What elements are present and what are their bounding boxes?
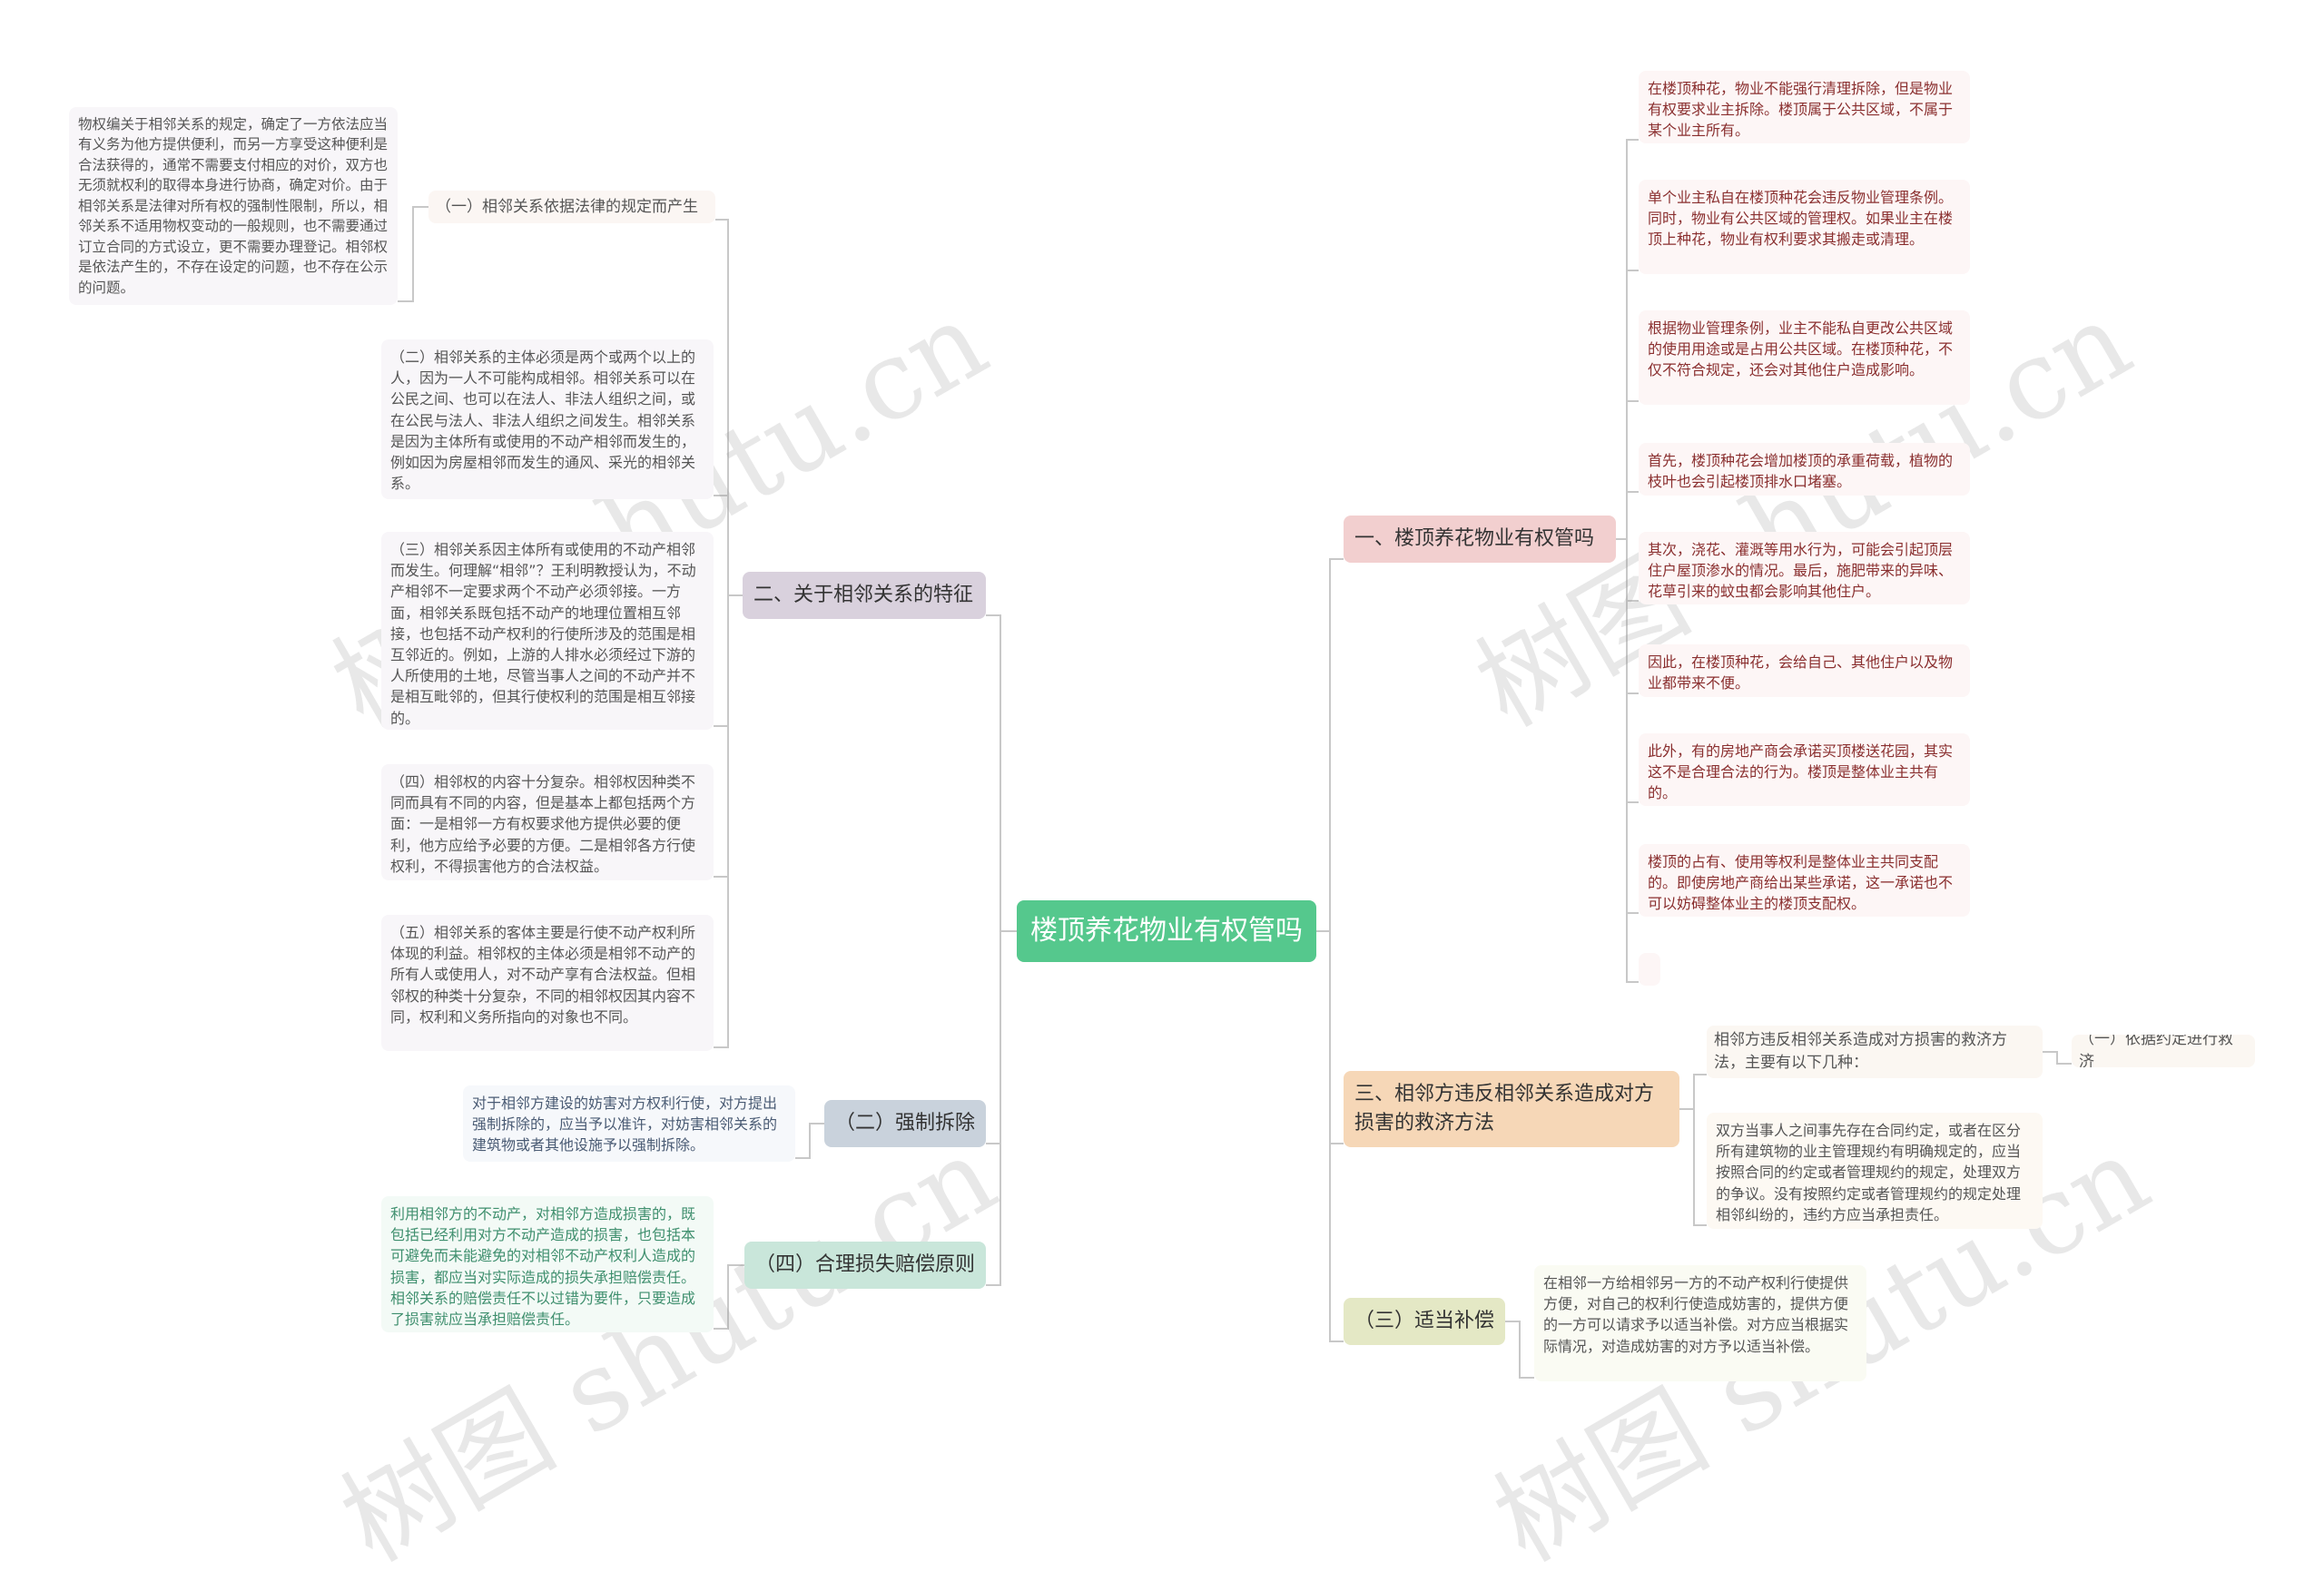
branch-5-node[interactable]: 三、相邻方违反相邻关系造成对方损害的救济方法 [1344, 1071, 1679, 1147]
connector-b5-sub-1-child [2043, 1051, 2072, 1065]
b2-sub-1-leaf[interactable]: 物权编关于相邻关系的规定，确定了一方依法应当有义务为他方提供便利，而另一方享受这… [69, 107, 398, 305]
connector-branch-1-node [1316, 558, 1344, 932]
b1-leaf-8[interactable]: 楼顶的占有、使用等权利是整体业主共同支配的。即使房地产商给出某些承诺，这一承诺也… [1639, 844, 1970, 917]
b1-leaf-3[interactable]: 根据物业管理条例，业主不能私自更改公共区域的使用用途或是占用公共区域。在楼顶种花… [1639, 310, 1970, 405]
connector-b6-leaf [1505, 1321, 1534, 1379]
b4-leaf[interactable]: 利用相邻方的不动产，对相邻方造成损害的，既包括已经利用对方不动产造成的损害，也包… [381, 1196, 714, 1332]
connector-b5-leaf [1679, 1108, 1707, 1226]
b2-leaf-5[interactable]: （五）相邻关系的客体主要是行使不动产权利所体现的利益。相邻权的主体必须是相邻不动… [381, 915, 714, 1051]
connector-b2-sub-1-leaf [398, 206, 428, 302]
connector-b5-sub-1 [1679, 1074, 1707, 1110]
root-node[interactable]: 楼顶养花物业有权管吗 [1017, 900, 1316, 962]
b2-leaf-2[interactable]: （二）相邻关系的主体必须是两个或两个以上的人，因为一人不可能构成相邻。相邻关系可… [381, 339, 714, 499]
connector-b2-leaf-5 [714, 594, 743, 1048]
branch-6-node[interactable]: （三）适当补偿 [1344, 1298, 1505, 1345]
b5-leaf[interactable]: 双方当事人之间事先存在合同约定，或者在区分所有建筑物的业主管理规约有明确规定的，… [1707, 1113, 2043, 1229]
b1-leaf-empty[interactable] [1639, 953, 1660, 986]
b6-leaf[interactable]: 在相邻一方给相邻另一方的不动产权利行使提供方便，对自己的权利行使造成妨害的，提供… [1534, 1265, 1866, 1381]
b2-leaf-3[interactable]: （三）相邻关系因主体所有或使用的不动产相邻而发生。何理解“相邻”？王利明教授认为… [381, 532, 714, 730]
b1-leaf-6[interactable]: 因此，在楼顶种花，会给自己、其他住户以及物业都带来不便。 [1639, 644, 1970, 697]
b2-leaf-4[interactable]: （四）相邻权的内容十分复杂。相邻权因种类不同而具有不同的内容，但是基本上都包括两… [381, 764, 714, 880]
mindmap-canvas: 树图 shutu.cn 树图 shutu.cn 树图 shutu.cn 树图 s… [69, 71, 2255, 1586]
b1-leaf-5[interactable]: 其次，浇花、灌溉等用水行为，可能会引起顶层住户屋顶渗水的情况。最后，施肥带来的异… [1639, 532, 1970, 604]
connector-b2-leaf-2 [714, 495, 743, 596]
b1-leaf-1[interactable]: 在楼顶种花，物业不能强行清理拆除，但是物业有权要求业主拆除。楼顶属于公共区域，不… [1639, 71, 1970, 143]
connector-branch-4-node [986, 930, 1017, 1286]
branch-2-node[interactable]: 二、关于相邻关系的特征 [743, 572, 986, 619]
connector-b1-leaf-4 [1616, 491, 1639, 540]
connector-b4-leaf [714, 1264, 744, 1330]
branch-1-node[interactable]: 一、楼顶养花物业有权管吗 [1344, 516, 1616, 563]
b1-leaf-2[interactable]: 单个业主私自在楼顶种花会违反物业管理条例。同时，物业有公共区域的管理权。如果业主… [1639, 180, 1970, 274]
b1-leaf-4[interactable]: 首先，楼顶种花会增加楼顶的承重荷载，植物的枝叶也会引起楼顶排水口堵塞。 [1639, 443, 1970, 496]
connector-branch-6-node [1316, 930, 1344, 1342]
b3-leaf[interactable]: 对于相邻方建设的妨害对方权利行使，对方提出强制拆除的，应当予以准许，对妨害相邻关… [463, 1085, 795, 1162]
connector-lines [398, 139, 2072, 1379]
branch-3-node[interactable]: （二）强制拆除 [824, 1100, 986, 1147]
b1-leaf-7[interactable]: 此外，有的房地产商会承诺买顶楼送花园，其实这不是合理合法的行为。楼顶是整体业主共… [1639, 733, 1970, 806]
branch-4-node[interactable]: （四）合理损失赔偿原则 [744, 1242, 986, 1289]
connector-b3-leaf [795, 1123, 824, 1159]
b5-sub-1[interactable]: 相邻方违反相邻关系造成对方损害的救济方法，主要有以下几种： [1707, 1026, 2043, 1078]
b2-sub-1[interactable]: （一）相邻关系依据法律的规定而产生 [428, 191, 715, 223]
connector-branch-2-node [986, 614, 1017, 932]
connector-b1-leaf-empty [1616, 538, 1639, 983]
b5-sub-1-child[interactable]: （一）依据约定进行救济 [2072, 1035, 2255, 1067]
